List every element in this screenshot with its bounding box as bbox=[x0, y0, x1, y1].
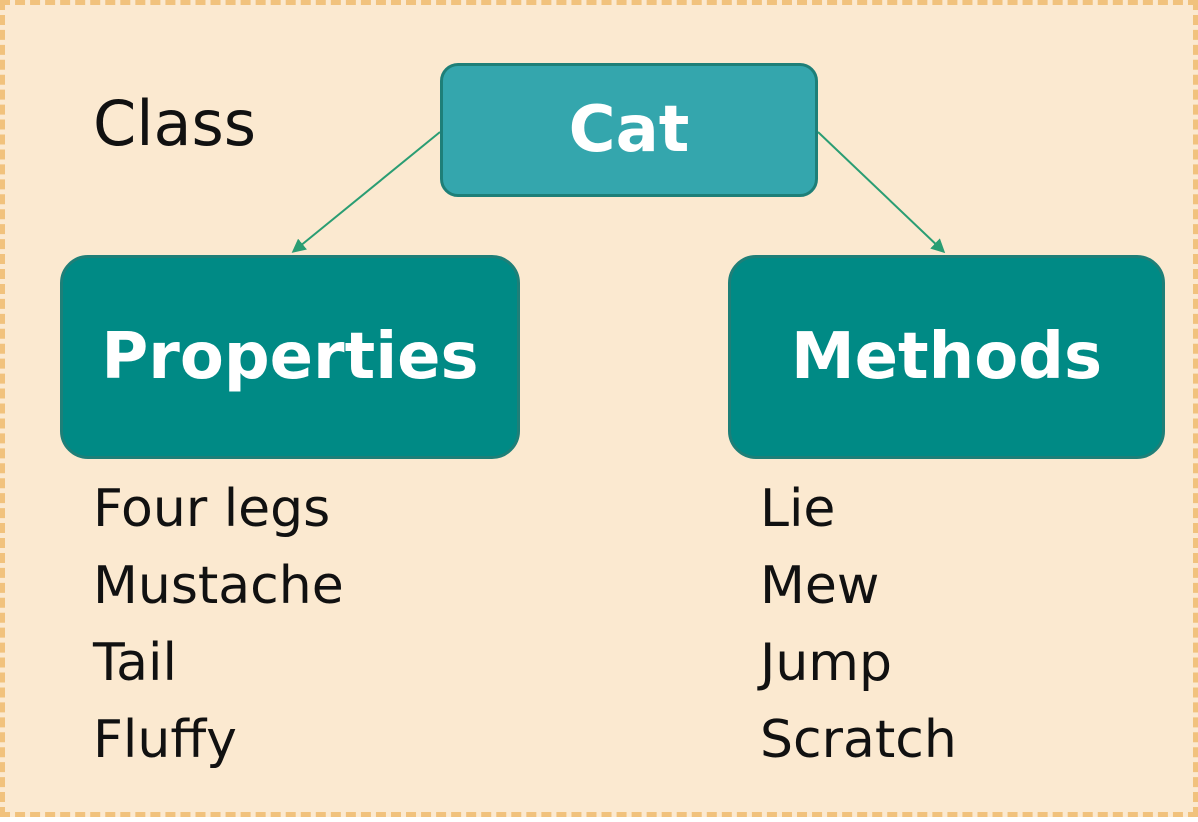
method-item: Lie bbox=[760, 479, 836, 539]
class-node-cat: Cat bbox=[440, 63, 818, 197]
methods-node-label: Methods bbox=[790, 320, 1103, 394]
property-item: Fluffy bbox=[93, 710, 237, 770]
properties-node-label: Properties bbox=[101, 320, 479, 394]
arrow-to-methods bbox=[817, 131, 946, 254]
method-item: Scratch bbox=[760, 710, 957, 770]
property-item: Four legs bbox=[93, 479, 331, 539]
class-label: Class bbox=[93, 87, 257, 160]
property-item: Mustache bbox=[93, 556, 344, 616]
property-item: Tail bbox=[93, 633, 177, 693]
properties-list: Four legs Mustache Tail Fluffy bbox=[93, 471, 344, 779]
class-node-cat-label: Cat bbox=[568, 93, 690, 167]
properties-node: Properties bbox=[60, 255, 520, 459]
methods-node: Methods bbox=[728, 255, 1165, 459]
arrow-to-properties bbox=[291, 131, 441, 253]
method-item: Jump bbox=[760, 633, 892, 693]
methods-list: Lie Mew Jump Scratch bbox=[760, 471, 957, 779]
method-item: Mew bbox=[760, 556, 880, 616]
